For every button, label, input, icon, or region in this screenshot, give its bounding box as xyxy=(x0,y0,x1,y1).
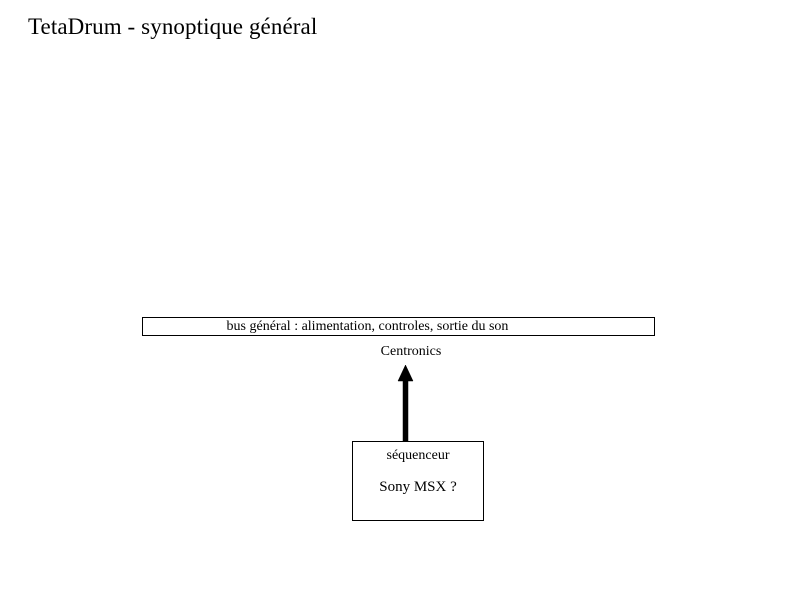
page-title: TetaDrum - synoptique général xyxy=(28,14,318,39)
sequencer-block: séquenceur Sony MSX ? xyxy=(352,441,484,521)
sequencer-model-label: Sony MSX ? xyxy=(379,479,457,495)
bus-general-label: bus général : alimentation, controles, s… xyxy=(226,319,509,334)
up-arrow-icon xyxy=(396,364,415,442)
up-arrow-glyph xyxy=(397,364,414,442)
sequencer-title-label: séquenceur xyxy=(386,448,450,463)
bus-general-block: bus général : alimentation, controles, s… xyxy=(142,317,655,336)
centronics-connection-label: Centronics xyxy=(380,344,442,359)
